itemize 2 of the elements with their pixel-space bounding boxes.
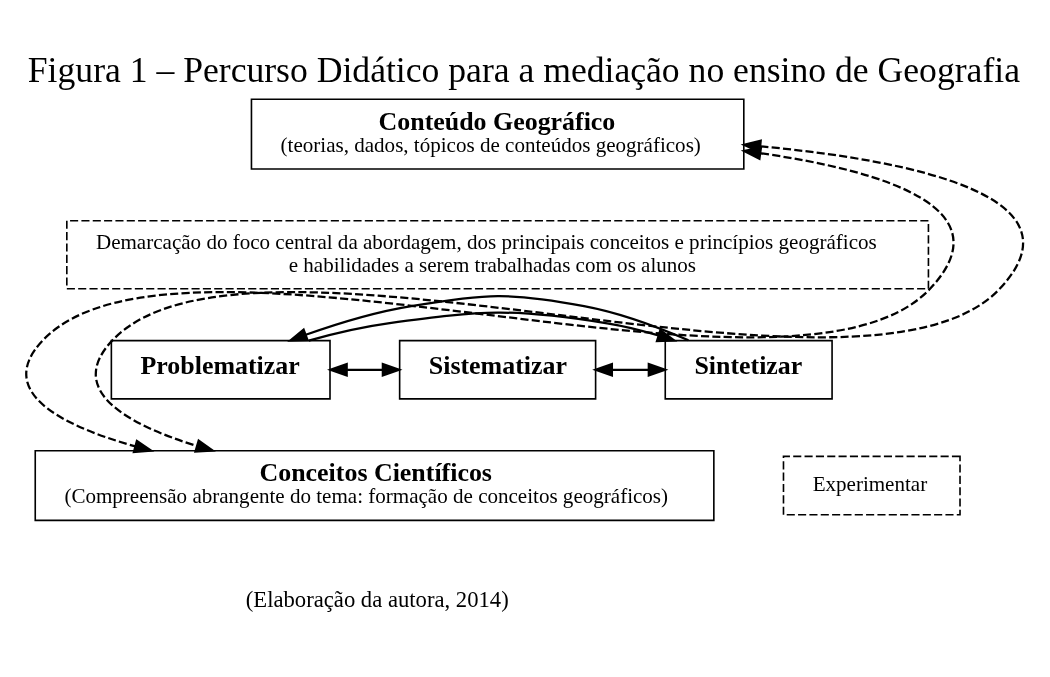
caption: (Elaboração da autora, 2014) xyxy=(245,586,509,612)
diagram-title: Figura 1 – Percurso Didático para a mediação no ensino de Geografia xyxy=(27,49,1020,90)
